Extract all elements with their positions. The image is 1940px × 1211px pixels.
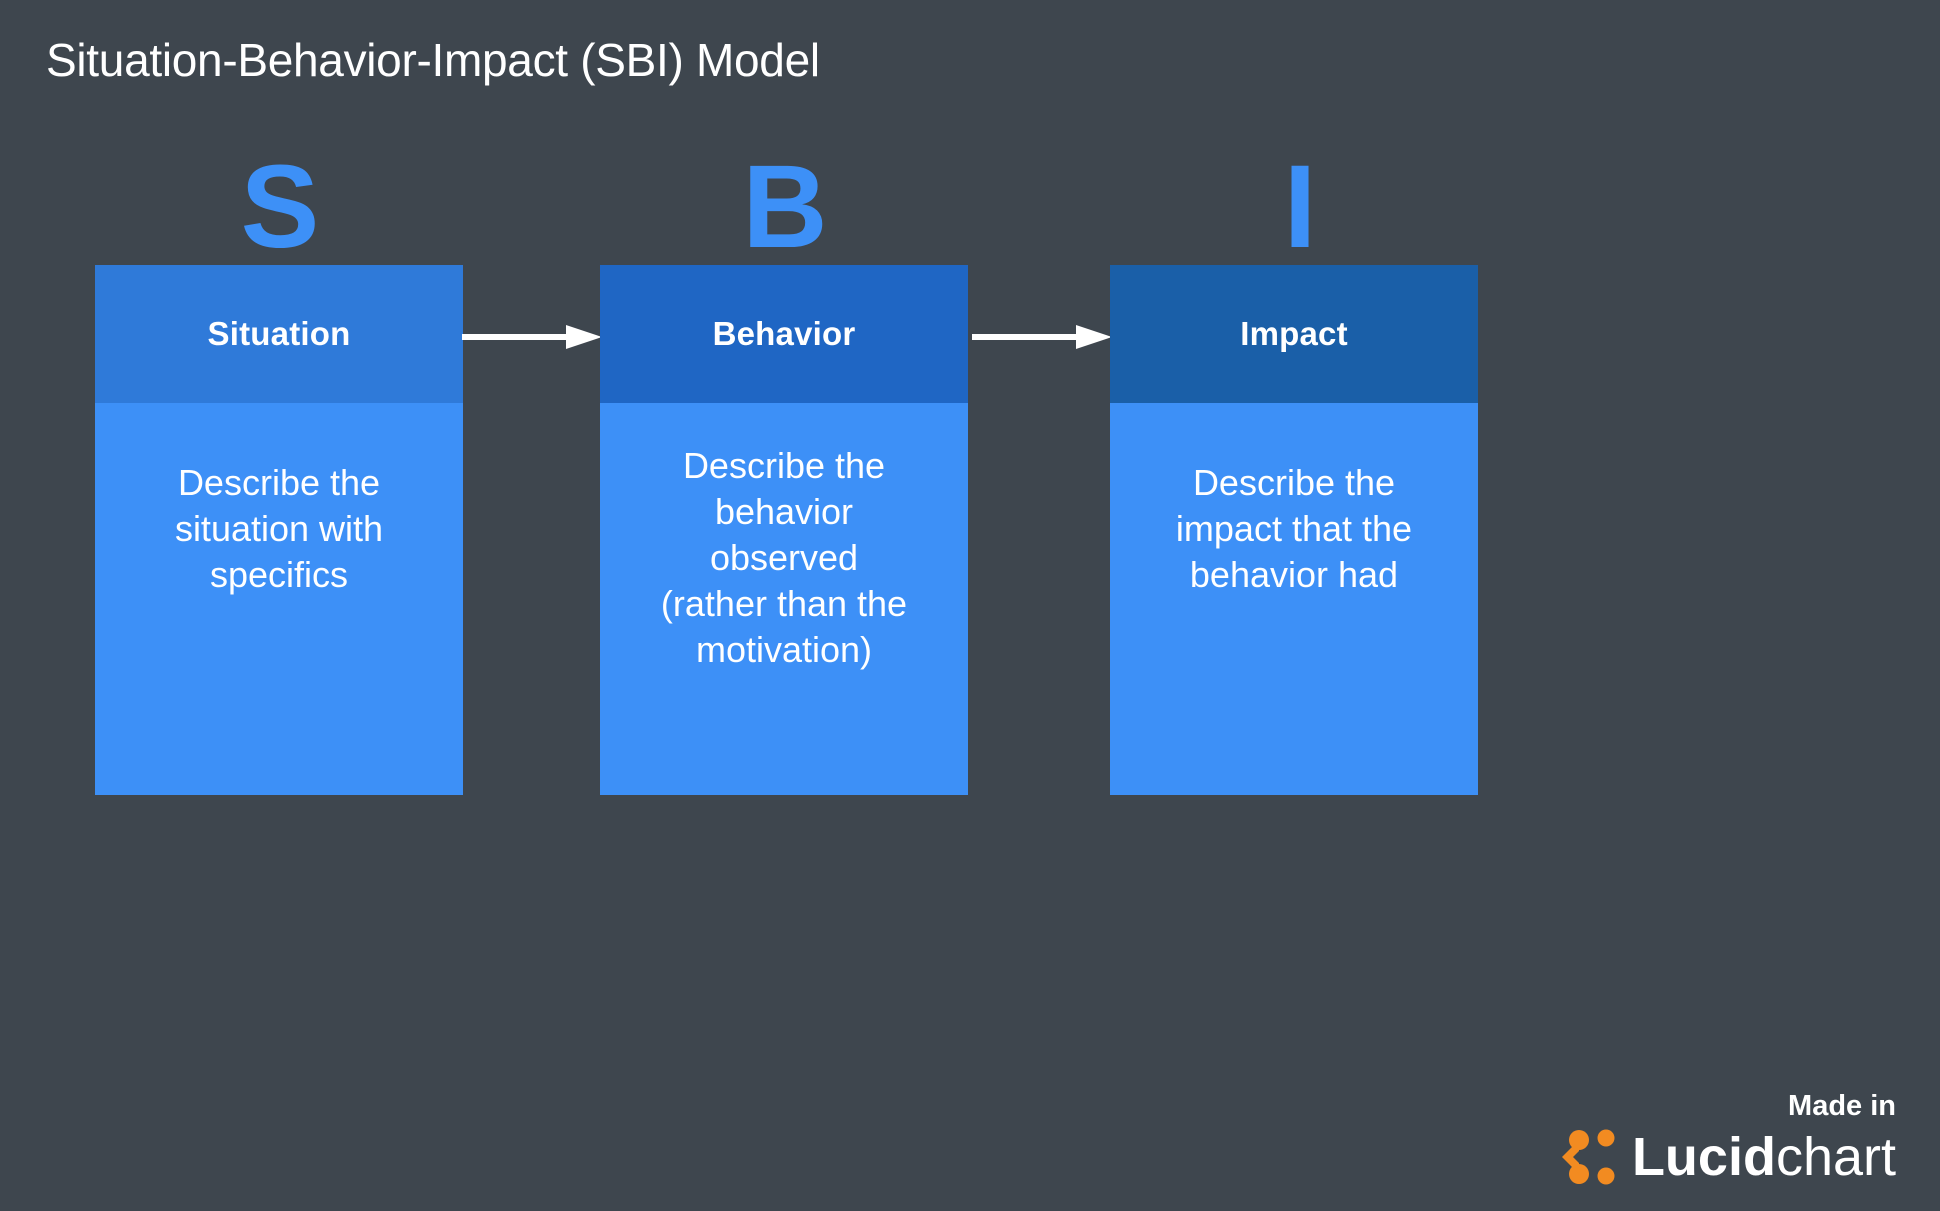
step-initial-s: S xyxy=(240,141,320,273)
lucidchart-attribution: Made in Lucidchart xyxy=(1556,1092,1896,1185)
step-box-behavior: Behavior Describe the behavior observed … xyxy=(600,265,968,795)
step-header-behavior: Behavior xyxy=(600,265,968,403)
step-body-impact: Describe the impact that the behavior ha… xyxy=(1110,403,1478,795)
made-in-label: Made in xyxy=(1788,1090,1896,1122)
arrow-head-icon xyxy=(566,325,602,349)
wordmark-chart: chart xyxy=(1775,1127,1896,1187)
flow-arrow-behavior-to-impact xyxy=(972,325,1112,349)
step-initial-i: I xyxy=(1283,141,1317,273)
page-title: Situation-Behavior-Impact (SBI) Model xyxy=(46,34,820,86)
arrow-line xyxy=(462,334,570,340)
step-body-situation: Describe the situation with specifics xyxy=(95,403,463,795)
step-header-impact: Impact xyxy=(1110,265,1478,403)
step-initial-b: B xyxy=(742,141,828,273)
lucidchart-logo: Lucidchart xyxy=(1556,1129,1896,1185)
step-box-impact: Impact Describe the impact that the beha… xyxy=(1110,265,1478,795)
step-body-behavior: Describe the behavior observed (rather t… xyxy=(600,403,968,795)
lucidchart-wordmark: Lucidchart xyxy=(1632,1130,1896,1184)
arrow-head-icon xyxy=(1076,325,1112,349)
flow-arrow-situation-to-behavior xyxy=(462,325,602,349)
step-header-situation: Situation xyxy=(95,265,463,403)
wordmark-lucid: Lucid xyxy=(1631,1127,1776,1187)
arrow-line xyxy=(972,334,1080,340)
step-box-situation: Situation Describe the situation with sp… xyxy=(95,265,463,795)
lucidchart-logo-icon xyxy=(1561,1129,1615,1185)
